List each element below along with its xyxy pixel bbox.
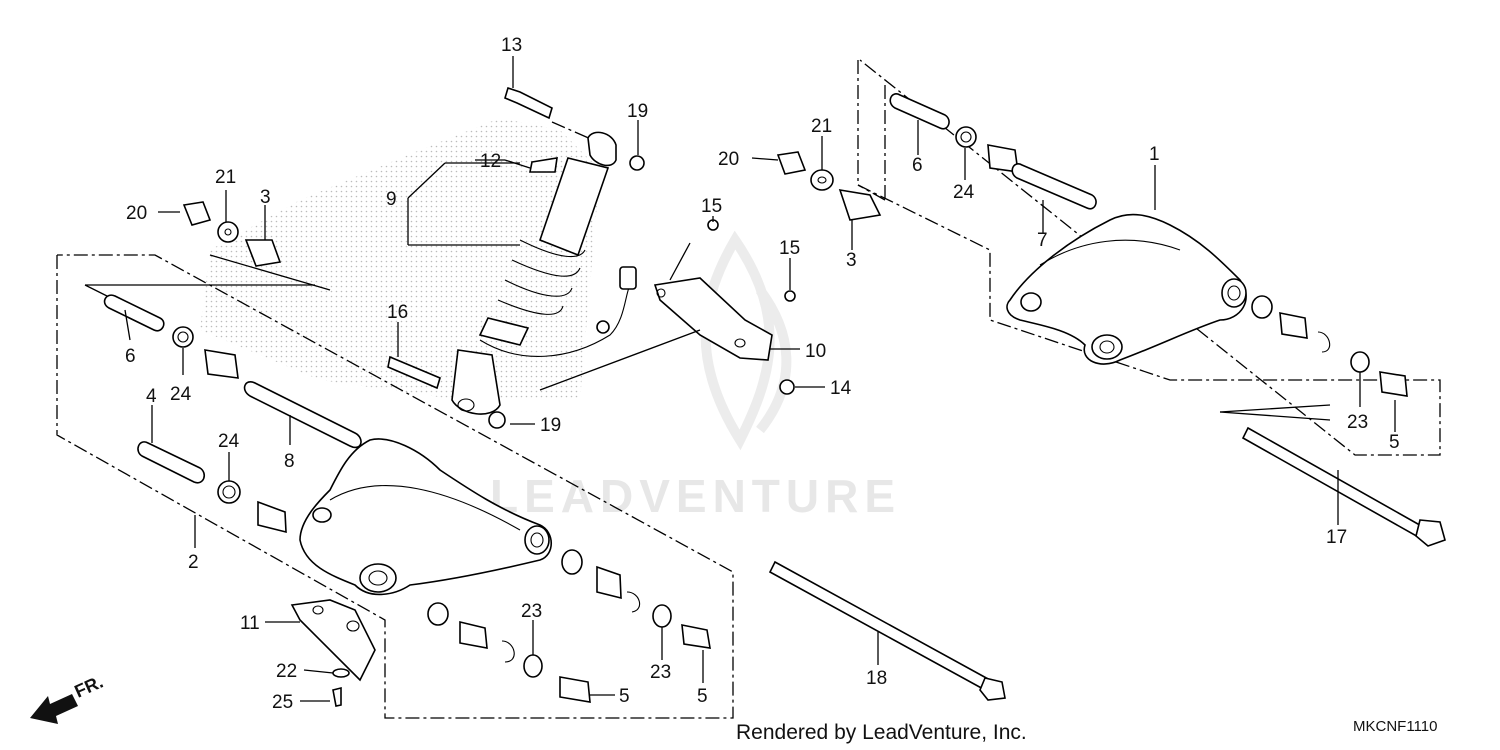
callout-23-right[interactable]: 23	[1347, 412, 1368, 433]
callout-24-right[interactable]: 24	[953, 182, 975, 203]
callout-labels: 13 19 12 9 21 20 3 6 24 4 24 8 2 11 22 2…	[125, 35, 1400, 713]
callout-3-right[interactable]: 3	[846, 250, 857, 271]
footer-credit: Rendered by LeadVenture, Inc.	[736, 721, 1027, 744]
callout-19-bottom[interactable]: 19	[540, 415, 561, 436]
callout-18[interactable]: 18	[866, 668, 887, 689]
callout-13[interactable]: 13	[501, 35, 522, 56]
callout-16[interactable]: 16	[387, 302, 408, 323]
callout-15-right[interactable]: 15	[779, 238, 800, 259]
callout-9[interactable]: 9	[386, 189, 397, 210]
callout-14[interactable]: 14	[830, 378, 852, 399]
front-label: FR.	[71, 672, 106, 702]
bracket-assembly	[539, 219, 796, 395]
callout-8[interactable]: 8	[284, 451, 295, 472]
callout-4[interactable]: 4	[146, 386, 157, 407]
callout-10[interactable]: 10	[805, 341, 826, 362]
callout-5-lower[interactable]: 5	[697, 686, 708, 707]
callout-23-middle[interactable]: 23	[521, 601, 542, 622]
watermark: LEADVENTURE	[490, 470, 901, 522]
callout-24-left-bottom[interactable]: 24	[218, 431, 240, 452]
callout-20-left[interactable]: 20	[126, 203, 147, 224]
front-arrow-icon	[30, 694, 78, 724]
callout-21-right[interactable]: 21	[811, 116, 832, 137]
left-swingarm-assembly	[56, 254, 734, 719]
callout-20-right[interactable]: 20	[718, 149, 739, 170]
callout-2[interactable]: 2	[188, 552, 199, 573]
callout-22[interactable]: 22	[276, 661, 297, 682]
right-swingarm-assembly	[776, 59, 1446, 547]
callout-leaders	[124, 56, 1396, 702]
callout-15-top[interactable]: 15	[701, 196, 722, 217]
callout-21-left[interactable]: 21	[215, 167, 236, 188]
callout-5-bottom[interactable]: 5	[619, 686, 630, 707]
callout-11[interactable]: 11	[240, 613, 260, 634]
callout-3-left[interactable]: 3	[260, 187, 271, 208]
front-direction-indicator: FR.	[30, 672, 106, 724]
callout-23-lower[interactable]: 23	[650, 662, 671, 683]
callout-6-right[interactable]: 6	[912, 155, 923, 176]
callout-5-right[interactable]: 5	[1389, 432, 1400, 453]
callout-19-top[interactable]: 19	[627, 101, 648, 122]
callout-12[interactable]: 12	[480, 151, 501, 172]
callout-1[interactable]: 1	[1149, 144, 1160, 165]
callout-25[interactable]: 25	[272, 692, 293, 713]
callout-7[interactable]: 7	[1037, 230, 1048, 251]
axle-18	[768, 560, 1006, 701]
callout-17[interactable]: 17	[1326, 527, 1347, 548]
callout-6-left[interactable]: 6	[125, 346, 136, 367]
callout-24-left-top[interactable]: 24	[170, 384, 192, 405]
diagram-code: MKCNF1110	[1353, 718, 1437, 735]
shock-absorber-assembly	[182, 86, 645, 429]
